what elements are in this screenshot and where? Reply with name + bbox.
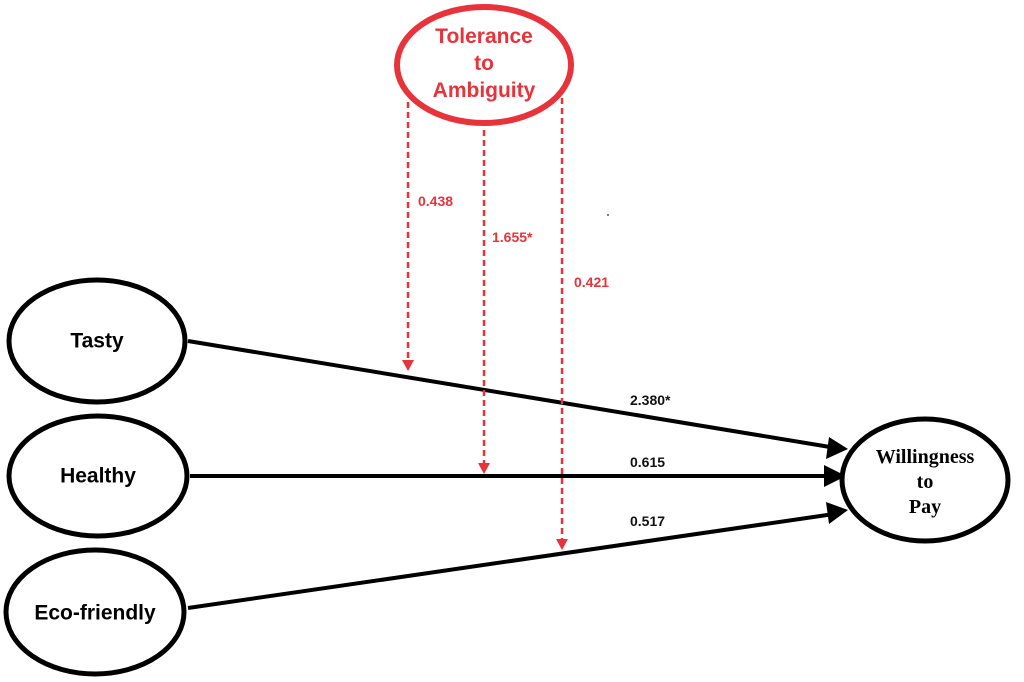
path-arrowhead-tasty <box>826 437 848 459</box>
predictor-node-tasty <box>6 277 188 405</box>
outcome-label-line-1: Willingness <box>876 446 975 468</box>
moderation-coef-healthy: 1.655* <box>492 229 533 245</box>
outcome-label-line-3: Pay <box>909 496 941 518</box>
moderation-coef-eco-friendly: 0.421 <box>574 274 609 290</box>
predictor-label-eco-friendly: Eco-friendly <box>34 602 156 625</box>
predictor-label-healthy: Healthy <box>60 465 136 488</box>
path-arrow-tasty <box>187 339 837 450</box>
moderation-coef-tasty: 0.438 <box>418 193 453 209</box>
path-coef-tasty: 2.380* <box>630 392 671 408</box>
path-arrow-eco-friendly <box>187 512 835 610</box>
predictor-node-healthy <box>6 413 190 539</box>
predictor-node-eco-friendly <box>3 547 187 677</box>
path-coef-healthy: 0.615 <box>630 454 665 470</box>
predictor-label-tasty: Tasty <box>70 330 124 353</box>
moderator-label-line-1: Tolerance <box>435 25 533 48</box>
moderator-label-line-3: Ambiguity <box>433 79 536 102</box>
moderator-node <box>394 4 574 126</box>
moderation-arrowhead-healthy <box>478 463 490 474</box>
moderator-label-line-2: to <box>474 52 494 75</box>
moderation-arrowhead-tasty <box>402 360 414 371</box>
path-arrowhead-healthy <box>824 465 846 487</box>
path-coef-eco-friendly: 0.517 <box>630 513 665 529</box>
outcome-label-line-2: to <box>917 471 934 493</box>
stray-dot <box>607 214 609 216</box>
moderation-arrowhead-eco-friendly <box>556 539 568 550</box>
outcome-node <box>839 416 1011 544</box>
path-arrowhead-eco-friendly <box>826 502 848 524</box>
